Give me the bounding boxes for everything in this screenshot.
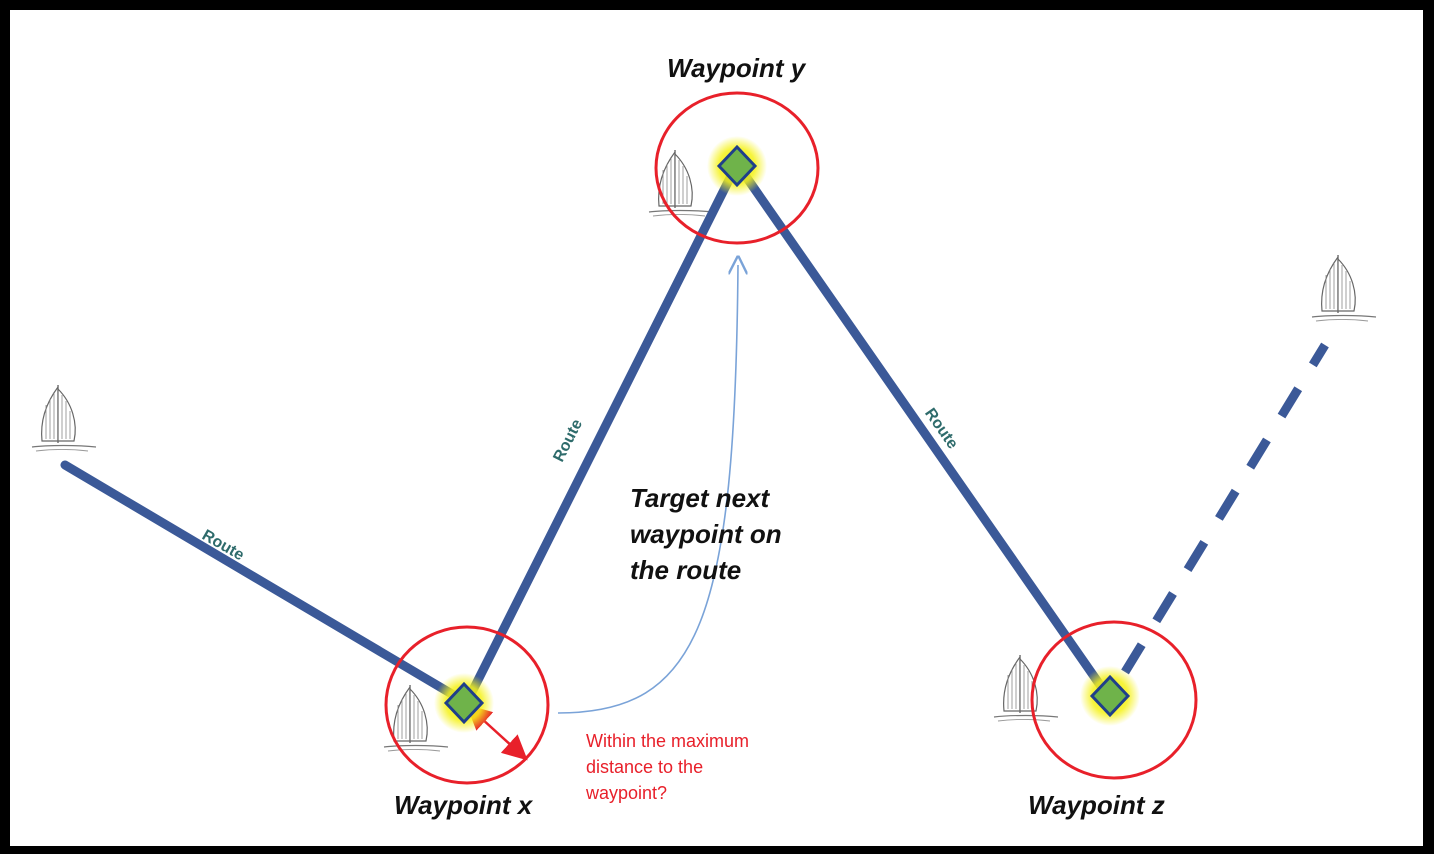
route-segment-start-x <box>60 460 467 705</box>
waypoint-z-radius <box>1030 620 1198 780</box>
route-segment-x-y <box>463 163 740 705</box>
waypoint-radius-circles <box>384 91 1198 785</box>
target-next-waypoint-text: Target next waypoint on the route <box>630 480 850 588</box>
target-text-line: the route <box>630 555 742 585</box>
sailboat-icon <box>993 654 1059 722</box>
sailboat-icon <box>1311 254 1377 322</box>
waypoint-x-radius <box>384 625 550 785</box>
target-next-arrow <box>557 265 738 714</box>
waypoint-z-label: Waypoint z <box>1028 790 1165 820</box>
max-distance-line: waypoint? <box>586 783 668 803</box>
target-text-line: waypoint on <box>630 519 782 549</box>
waypoint-z-marker <box>1080 666 1140 726</box>
waypoint-diamond-icon <box>716 144 758 188</box>
max-distance-line: Within the maximum <box>586 731 750 751</box>
max-distance-line: distance to the <box>586 757 704 777</box>
waypoint-y-label: Waypoint y <box>667 53 806 83</box>
waypoint-diamond-icon <box>443 681 485 725</box>
waypoint-x-marker <box>434 673 494 733</box>
waypoint-y-radius <box>654 91 820 245</box>
waypoint-x-label: Waypoint x <box>394 790 533 820</box>
route-segment-y-z <box>735 163 1112 700</box>
sailboat-icon <box>31 384 97 452</box>
max-distance-question: Within the maximum distance to the waypo… <box>586 728 816 806</box>
waypoint-y-marker <box>707 136 767 196</box>
route-lines <box>60 163 1329 705</box>
waypoint-diamond-icon <box>1089 674 1131 718</box>
route-segment-z-dashed <box>1121 342 1329 675</box>
target-text-line: Target next <box>630 483 770 513</box>
